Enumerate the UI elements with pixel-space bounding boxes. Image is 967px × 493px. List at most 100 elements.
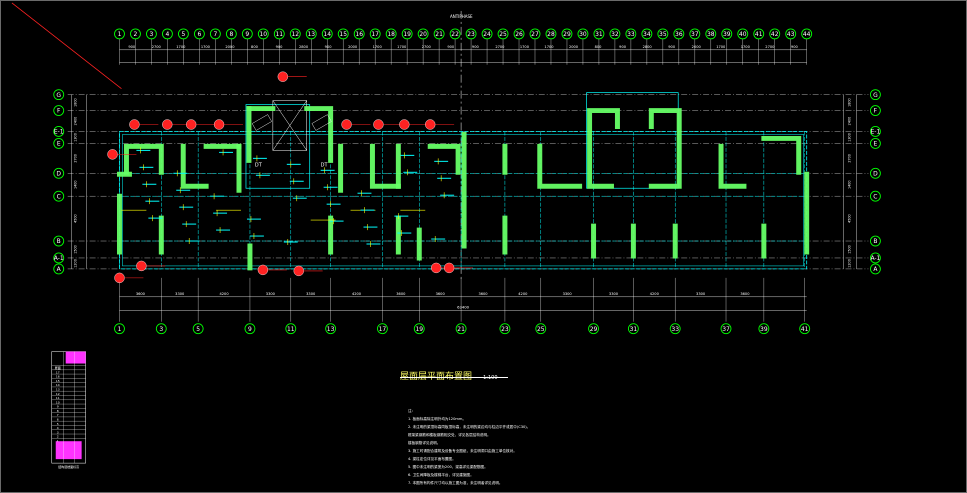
bottom-axis-label: 37: [722, 326, 730, 333]
right-dimension: 2400: [848, 117, 852, 126]
top-axis-label-circle: [114, 28, 125, 40]
top-dimension: 900: [447, 45, 455, 49]
top-axis-label-circle: [273, 28, 285, 40]
bottom-axis-label-circle: [455, 323, 467, 335]
legend-level: 15: [56, 379, 60, 383]
bottom-axis-label-circle: [588, 323, 599, 335]
top-axis-label-circle: [641, 28, 653, 40]
top-dimension: 2000: [569, 45, 579, 49]
top-axis-label-circle: [785, 28, 797, 40]
top-dimension: 1700: [544, 45, 554, 49]
row-axis-label-circle: [53, 252, 65, 264]
bottom-axis-label-circle: [627, 323, 639, 335]
row-axis-label-circle: [869, 105, 881, 116]
top-axis-label-circle: [801, 28, 813, 40]
row-axis-label-circle: [53, 89, 65, 101]
bottom-axis-label: 41: [801, 326, 809, 333]
drawing-scale: 1:100: [483, 375, 498, 381]
legend-level: 3: [57, 430, 59, 434]
top-axis-label: 3: [150, 31, 154, 38]
top-axis-label-circle: [721, 28, 733, 40]
left-dimension: 1400: [74, 180, 78, 189]
top-axis-label: 1: [118, 31, 122, 38]
top-axis-label: 5: [182, 31, 186, 38]
legend-level: 2: [57, 435, 59, 439]
bottom-axis-label: 3: [159, 326, 163, 333]
top-dimension: 1700: [520, 45, 530, 49]
top-axis-label-circle: [209, 28, 221, 40]
legend-header-fill: [65, 351, 86, 364]
section-callout-icon: [277, 71, 288, 82]
top-axis-label-circle: [497, 28, 509, 40]
right-dimension: 1500: [848, 245, 852, 254]
row-axis-label-circle: [869, 190, 881, 202]
bottom-axis-label: 9: [248, 326, 252, 333]
row-axis-label: B: [57, 238, 61, 245]
top-axis-label-circle: [130, 28, 141, 40]
top-axis-label: 14: [323, 31, 331, 38]
legend-level: 10: [56, 400, 60, 404]
top-axis-label: 25: [499, 31, 507, 38]
shear-wall: [180, 143, 242, 189]
top-axis-label: 33: [627, 31, 635, 38]
row-axis-label: E-1: [54, 129, 64, 136]
top-axis-label-circle: [305, 28, 317, 40]
bottom-axis-label: 23: [501, 326, 509, 333]
stair-shaft: [245, 104, 311, 189]
row-axis-label-circle: [869, 252, 881, 264]
top-axis-label: 26: [515, 31, 523, 38]
legend-level: 7: [57, 413, 59, 417]
row-axis-label: E-1: [871, 129, 881, 136]
right-dimension: 1800: [848, 98, 852, 107]
top-dimension: 900: [325, 45, 333, 49]
shear-wall: [587, 108, 620, 189]
top-axis-label: 12: [291, 31, 299, 38]
section-callout-icon: [431, 262, 442, 274]
legend-caption: 结构层楼面标高: [58, 464, 79, 469]
shear-wall: [461, 131, 583, 249]
bottom-axis-label: 1: [118, 326, 122, 333]
bottom-dimension: 3600: [740, 292, 750, 296]
bottom-dimension: 3300: [609, 292, 619, 296]
top-axis-label: 32: [611, 31, 619, 38]
top-axis-label: 39: [723, 31, 731, 38]
row-axis-label: E: [57, 141, 61, 148]
note-line: 5. 图中未注明的梁宽为200，梁高详见梁配筋图。: [408, 465, 488, 469]
legend-level: 11: [56, 396, 60, 400]
left-dimension: 1500: [74, 245, 78, 254]
row-axis-label-circle: [869, 235, 881, 247]
legend-footer-fill: [55, 441, 82, 460]
top-axis-label: 13: [307, 31, 315, 38]
top-axis-label: 29: [563, 31, 571, 38]
bottom-axis-label: 21: [457, 326, 465, 333]
top-axis-label-circle: [353, 28, 365, 40]
top-dimension: 900: [668, 45, 676, 49]
section-callout-icon: [293, 265, 304, 277]
row-axis-label: B: [873, 238, 877, 245]
top-axis-label-circle: [225, 28, 237, 40]
top-dimension: 2000: [348, 45, 358, 49]
section-callout-icon: [425, 119, 436, 130]
top-axis-label-circle: [465, 28, 477, 40]
top-axis-label: 15: [339, 31, 347, 38]
row-axis-label-circle: [53, 167, 65, 179]
top-axis-label-circle: [737, 28, 749, 40]
section-callout-icon: [136, 260, 147, 272]
bottom-dimension: 4200: [220, 292, 230, 296]
left-dimension: 2700: [74, 154, 78, 163]
top-axis-label: 9: [245, 31, 249, 38]
row-axis-label-circle: [53, 137, 65, 149]
shear-wall: [672, 223, 767, 259]
top-axis-label-circle: [593, 28, 605, 40]
top-axis-label: 27: [531, 31, 539, 38]
top-dimension: 900: [276, 45, 284, 49]
shear-wall: [395, 143, 461, 189]
top-axis-label-circle: [161, 28, 173, 40]
bottom-dimension: 3300: [563, 292, 573, 296]
top-axis-label: 16: [355, 31, 363, 38]
legend-level: 12: [56, 392, 60, 396]
top-axis-label: 31: [595, 31, 603, 38]
section-callout-icon: [129, 119, 140, 130]
